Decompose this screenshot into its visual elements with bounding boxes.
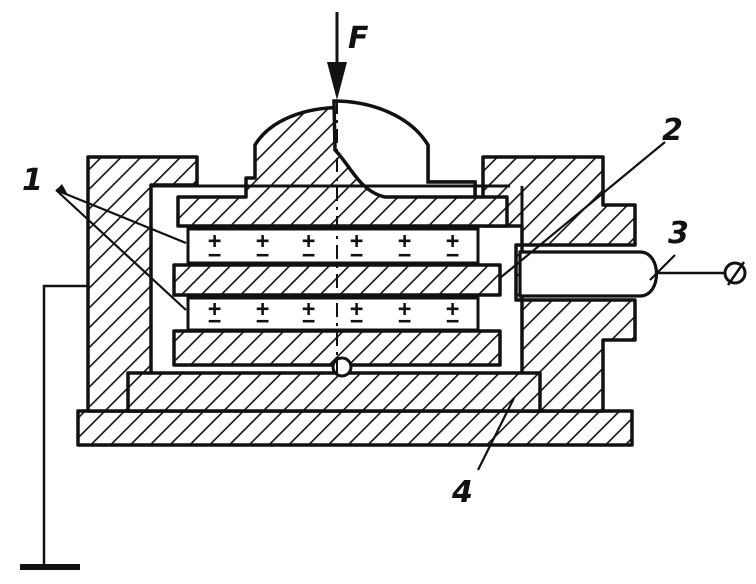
dome-face — [332, 99, 477, 199]
callout-3: 3 — [668, 216, 689, 251]
leader-1a — [55, 188, 187, 245]
charge-plus: + — [350, 297, 363, 322]
charge-plus: + — [350, 229, 363, 254]
charge-minus: − — [446, 309, 459, 334]
charge-plus: + — [256, 297, 269, 322]
upper-piezo-disc — [186, 227, 480, 265]
charge-plus: + — [256, 229, 269, 254]
lead-rod — [518, 250, 659, 298]
charge-minus: − — [302, 309, 315, 334]
base-plate — [126, 371, 542, 413]
callout-1: 1 — [22, 163, 43, 198]
callout-2: 2 — [662, 113, 683, 148]
charge-plus: + — [446, 229, 459, 254]
charge-plus: + — [302, 297, 315, 322]
lower-piezo-disc — [186, 296, 480, 332]
charge-minus: − — [256, 243, 269, 268]
leader-4 — [477, 397, 515, 471]
terminal-slash — [726, 261, 746, 286]
charge-minus: − — [208, 243, 221, 268]
force-arrow-head — [327, 62, 347, 100]
charge-minus: − — [256, 309, 269, 334]
ground-wire — [42, 284, 88, 565]
charge-plus: + — [208, 297, 221, 322]
lower-disc-charges: + + + + + + − − − − − − — [208, 297, 459, 334]
callout-4: 4 — [451, 475, 473, 510]
upper-disc-charges: + + + + + + − − − − − − — [208, 229, 459, 268]
charge-minus: − — [208, 309, 221, 334]
charge-minus: − — [350, 243, 363, 268]
charge-minus: − — [446, 243, 459, 268]
ball-bearing — [331, 356, 353, 378]
leader-1-tip — [56, 184, 68, 195]
force-label: F — [348, 21, 369, 56]
charge-minus: − — [302, 243, 315, 268]
leader-3 — [649, 254, 676, 281]
charge-plus: + — [302, 229, 315, 254]
charge-minus: − — [398, 243, 411, 268]
charge-minus: − — [398, 309, 411, 334]
leader-1b — [55, 189, 187, 311]
charge-plus: + — [398, 229, 411, 254]
leader-2 — [499, 141, 666, 279]
charge-plus: + — [208, 229, 221, 254]
charge-minus: − — [350, 309, 363, 334]
charge-plus: + — [398, 297, 411, 322]
charge-plus: + — [446, 297, 459, 322]
base-floor — [76, 409, 634, 447]
